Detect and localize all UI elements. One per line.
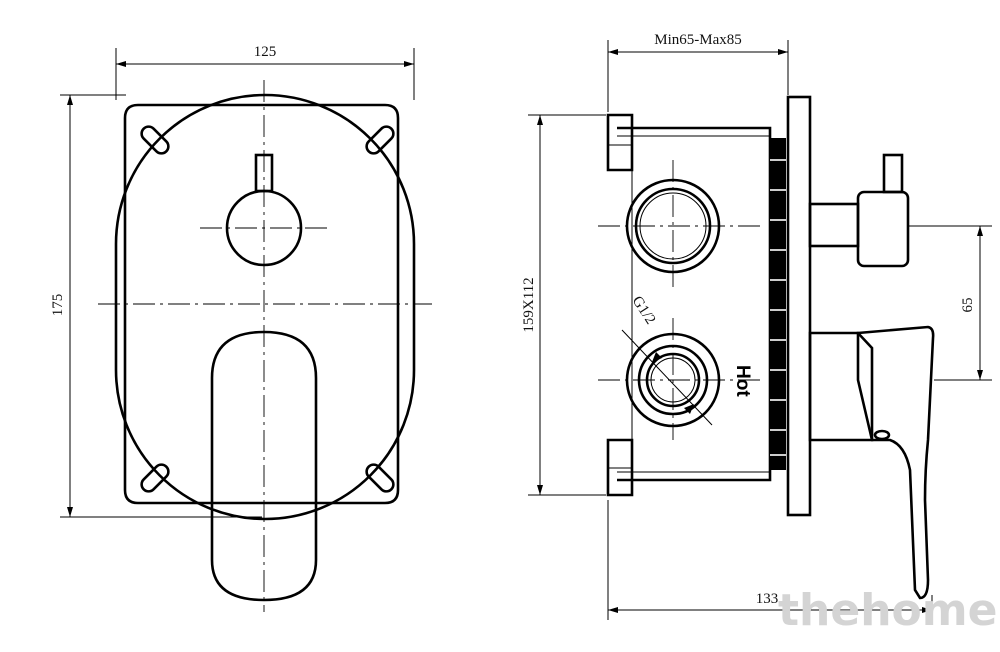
front-view <box>98 80 432 612</box>
mounting-plate <box>123 103 400 505</box>
dim-front-height: 175 <box>50 294 66 317</box>
hot-label: Hot <box>732 365 753 397</box>
slot-top-left <box>140 125 170 155</box>
wall-plate <box>786 95 812 517</box>
lever-handle <box>210 330 318 602</box>
side-view: G1/2 Hot <box>598 95 935 600</box>
corner-slots <box>140 125 395 493</box>
dim-depth-range: Min65-Max85 <box>654 32 742 48</box>
thread-size-label: G1/2 <box>629 293 659 327</box>
side-dimensions: Min65-Max85 159X112 65 133 <box>521 32 992 620</box>
slot-top-right <box>365 125 395 155</box>
back-flange-bottom <box>606 438 634 497</box>
cover-plate <box>114 93 416 521</box>
dim-total-depth: 133 <box>756 591 779 607</box>
watermark-logo: thehome <box>778 585 997 636</box>
lever-side <box>808 331 874 442</box>
slot-bottom-right <box>365 463 395 493</box>
dim-front-width: 125 <box>254 44 277 60</box>
back-flange-top <box>606 113 634 172</box>
dim-box-size: 159X112 <box>521 277 537 332</box>
threaded-sleeve <box>770 138 786 470</box>
slot-bottom-left <box>140 463 170 493</box>
dim-handle-offset: 65 <box>960 298 976 313</box>
front-dimensions: 125 175 <box>50 44 415 518</box>
lever-blade <box>856 325 935 600</box>
diverter-stem <box>808 153 910 268</box>
